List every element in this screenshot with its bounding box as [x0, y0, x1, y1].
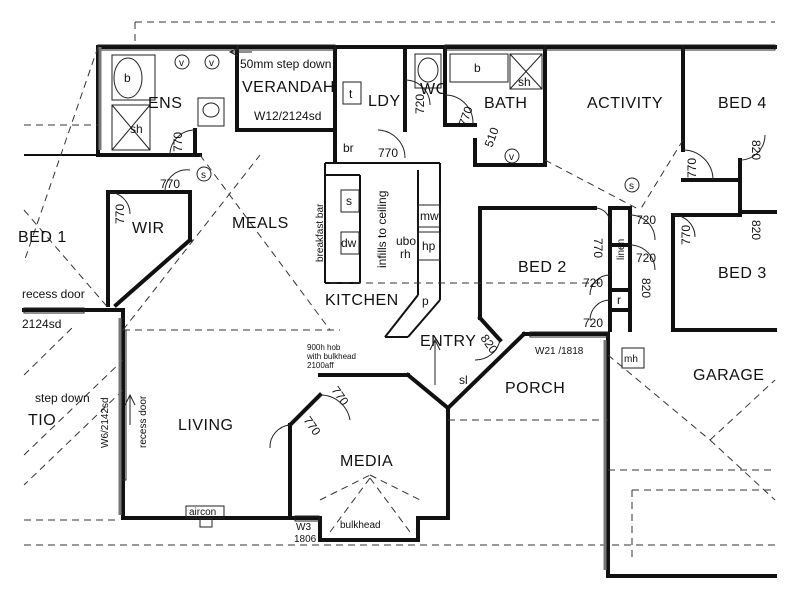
room-garage: GARAGE	[693, 367, 764, 384]
note-bulkhead: bulkhead	[340, 520, 381, 531]
door-bed2-720a: 720	[583, 276, 603, 290]
door-bed2: 770	[591, 238, 605, 258]
flow-arrows	[124, 47, 441, 425]
fixture-bath-shower: sh	[518, 75, 531, 89]
door-linen-a: 720	[636, 213, 656, 227]
room-bed4: BED 4	[718, 95, 767, 112]
room-bed3: BED 3	[718, 265, 767, 282]
fixture-dishwasher: dw	[341, 236, 357, 250]
note-breakfast-bar: breakfast bar	[315, 203, 326, 262]
room-activity: ACTIVITY	[587, 95, 663, 112]
fixture-oven: ubo	[396, 234, 416, 248]
door-bed3-820: 820	[639, 278, 653, 298]
room-wir: WIR	[132, 220, 165, 237]
dashed-outlines	[23, 21, 776, 560]
fixture-ens-shower: sh	[130, 122, 143, 136]
door-dimensions: 770 770 770 770 720 770 510 770 820 820 …	[113, 94, 763, 439]
note-window-verandah: W12/2124sd	[254, 109, 321, 123]
room-living: LIVING	[178, 417, 233, 434]
door-bed4-820b: 820	[749, 220, 763, 240]
room-ens: ENS	[148, 95, 182, 112]
note-hob-line1: 900h hob	[307, 343, 341, 352]
door-bed4-820a: 820	[749, 140, 763, 160]
fixture-manhole: mh	[624, 354, 638, 365]
fixture-bath-basin: v	[509, 152, 514, 163]
room-entry: ENTRY	[420, 333, 476, 350]
room-patio: TIO	[28, 412, 56, 429]
room-bed1: BED 1	[18, 229, 67, 246]
door-bath: 770	[456, 104, 476, 128]
door-media-b: 770	[301, 414, 324, 439]
room-ldy: LDY	[368, 93, 401, 110]
door-meals: 770	[160, 177, 180, 191]
room-verandah: VERANDAH	[242, 79, 335, 96]
room-labels: ENS VERANDAH LDY WC BATH ACTIVITY BED 4 …	[18, 79, 767, 470]
room-media: MEDIA	[340, 453, 393, 470]
fixture-labels: b v v sh b sh v t br s dw mw ubo rh hp p…	[124, 58, 638, 387]
note-hob-line3: 2100aff	[307, 361, 334, 370]
fixture-hotplate: hp	[422, 239, 436, 253]
fixture-broom: br	[343, 141, 354, 155]
door-wc: 720	[413, 94, 427, 114]
room-kitchen: KITCHEN	[325, 292, 399, 309]
fixture-ens-basin-1: v	[179, 58, 184, 69]
note-window-media-size: 1806	[294, 534, 317, 545]
fixture-ens-basin-2: v	[209, 58, 214, 69]
fixture-ens-bath: b	[124, 71, 131, 85]
fixture-pantry: p	[422, 294, 429, 308]
fixture-rangehood: rh	[400, 247, 411, 261]
note-aircon: aircon	[189, 507, 216, 518]
note-window-living: W6/2142sd	[100, 397, 111, 448]
note-step-down-verandah: 50mm step down	[240, 57, 331, 71]
door-media-a: 770	[329, 384, 352, 409]
fixture-smoke-meals: s	[201, 170, 206, 181]
note-infills: infills to ceiling	[375, 191, 389, 268]
room-porch: PORCH	[505, 380, 565, 397]
fixture-bath-tub: b	[474, 61, 481, 75]
door-bed3: 770	[679, 225, 693, 245]
note-window-porch: W21 /1818	[535, 346, 584, 357]
interior-walls	[96, 45, 777, 520]
door-ldy: 770	[378, 146, 398, 160]
door-swings	[107, 79, 766, 449]
fixture-shapes	[111, 53, 645, 369]
door-bath-510: 510	[482, 125, 502, 149]
door-ens: 770	[171, 132, 185, 152]
fixture-sink: s	[346, 194, 352, 208]
hatched-areas	[98, 47, 607, 570]
door-linen-b: 720	[636, 251, 656, 265]
fixture-microwave: mw	[420, 209, 439, 223]
room-meals: MEALS	[232, 215, 289, 232]
note-window-media: W3	[296, 522, 311, 533]
room-wc: WC	[420, 81, 448, 98]
room-bath: BATH	[484, 95, 527, 112]
door-bed2-720b: 720	[583, 316, 603, 330]
fixture-robe: r	[617, 293, 621, 307]
note-hob-line2: with bulkhead	[306, 352, 356, 361]
fixture-sidelight: sl	[459, 373, 468, 387]
note-recess-door-living: recess door	[138, 395, 149, 448]
note-window-bed1: 2124sd	[22, 317, 61, 331]
door-wir: 770	[113, 204, 127, 224]
note-recess-door-bed1: recess door	[22, 287, 85, 301]
room-bed2: BED 2	[518, 259, 567, 276]
door-bed4: 770	[685, 158, 699, 178]
fixture-tub: t	[349, 87, 353, 101]
note-step-down-patio: step down	[35, 391, 90, 405]
annotations: 50mm step down W12/2124sd breakfast bar …	[22, 57, 584, 545]
fixture-linen: linen	[616, 239, 627, 260]
fixture-smoke-activity: s	[629, 181, 634, 192]
